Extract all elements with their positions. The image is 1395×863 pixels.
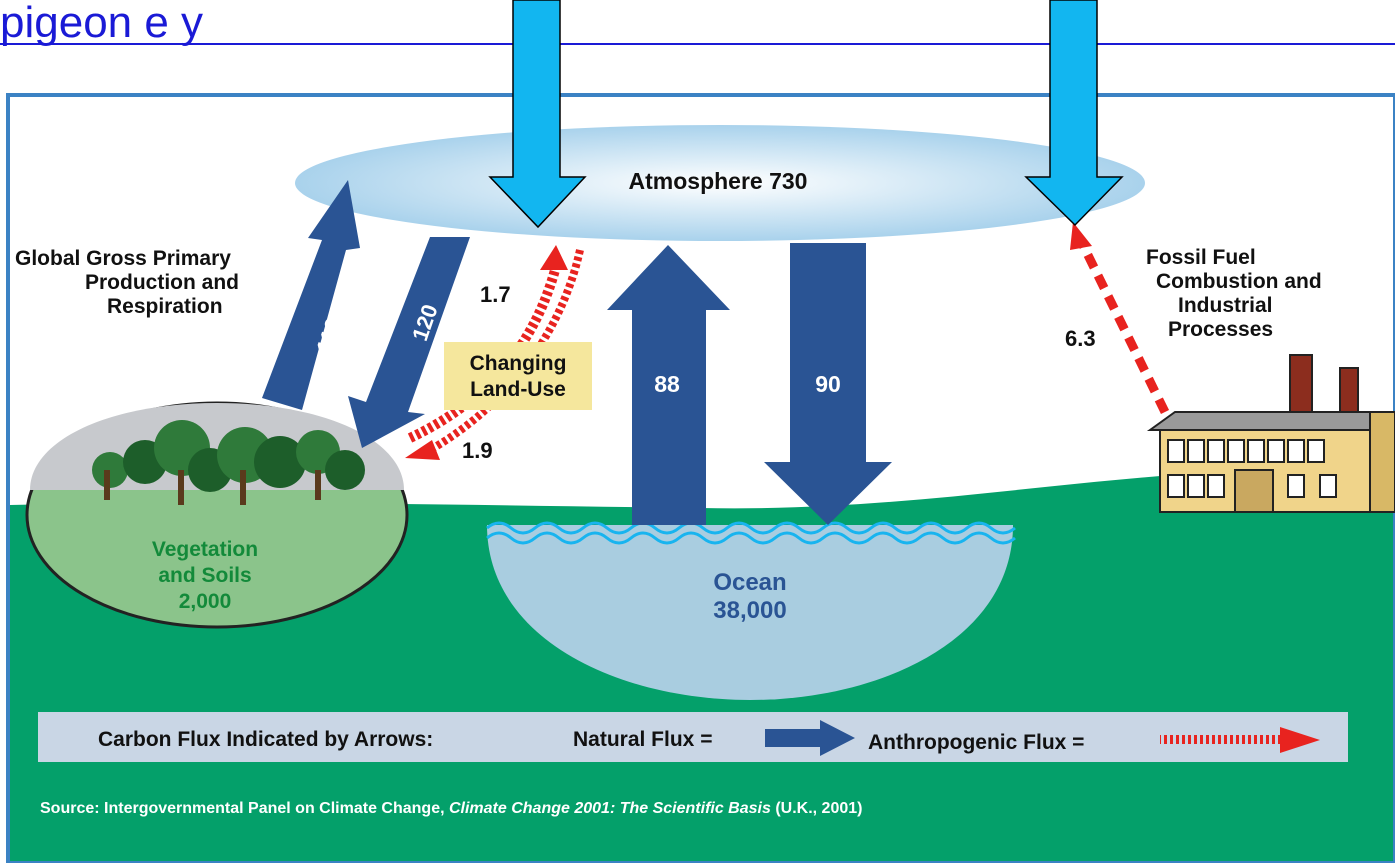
changing-landuse-label-2: Land-Use bbox=[470, 378, 566, 401]
landuse-down-arrow bbox=[428, 249, 584, 454]
changing-landuse-label-1: Changing bbox=[470, 352, 567, 375]
legend-natural-arrow bbox=[765, 720, 855, 756]
vegetation-label-2: and Soils bbox=[158, 564, 251, 587]
overlay-arrow-left bbox=[488, 0, 587, 229]
ocean-down-value: 90 bbox=[815, 371, 841, 397]
legend-anthro-arrowhead bbox=[1280, 727, 1320, 753]
legend-bar bbox=[38, 712, 1348, 762]
gpp-label-3: Respiration bbox=[107, 295, 223, 318]
flux-down-land-arrow bbox=[348, 237, 470, 448]
vegetation-label-1: Vegetation bbox=[152, 538, 258, 561]
fossil-label-3: Industrial bbox=[1178, 294, 1273, 317]
header-fragment: pigeon e y bbox=[0, 0, 1395, 46]
fossil-flux-arrowhead bbox=[1070, 222, 1092, 250]
ocean-basin bbox=[487, 525, 1013, 700]
ocean-wave-top bbox=[486, 521, 1016, 535]
ocean-wave-bottom bbox=[486, 531, 1016, 545]
landuse-down-arrowhead bbox=[405, 440, 440, 460]
legend-prefix: Carbon Flux Indicated by Arrows: bbox=[98, 728, 433, 751]
gpp-label-2: Production and bbox=[85, 271, 239, 294]
fossil-label-1: Fossil Fuel bbox=[1146, 246, 1256, 269]
fossil-flux-arrow bbox=[1078, 243, 1170, 414]
flux-up-land-arrow bbox=[262, 180, 360, 410]
vegetation-value: 2,000 bbox=[179, 590, 232, 613]
landuse-up-value: 1.7 bbox=[480, 282, 511, 307]
forest bbox=[92, 420, 365, 505]
gpp-label-1: Global Gross Primary bbox=[15, 247, 231, 270]
factory bbox=[1146, 354, 1395, 513]
landuse-down-value: 1.9 bbox=[462, 438, 493, 463]
header-left-text: pigeon e y bbox=[0, 0, 204, 46]
source-line: Source: Intergovernmental Panel on Clima… bbox=[40, 800, 862, 817]
ocean-label: Ocean bbox=[713, 569, 786, 596]
ocean-up-value: 88 bbox=[654, 371, 680, 397]
atmosphere-label: Atmosphere 730 bbox=[629, 168, 808, 194]
legend-natural-label: Natural Flux = bbox=[573, 728, 712, 751]
ocean-down-arrow bbox=[764, 243, 892, 525]
header-underline bbox=[0, 43, 1395, 45]
changing-landuse-box bbox=[444, 342, 592, 410]
ocean-up-arrow bbox=[607, 245, 730, 525]
legend-anthro-dash bbox=[1160, 735, 1285, 744]
fossil-flux-value: 6.3 bbox=[1065, 326, 1096, 351]
fossil-label-2: Combustion and bbox=[1156, 270, 1322, 293]
overlay-arrow-right bbox=[1024, 0, 1124, 227]
atmosphere-ellipse bbox=[295, 125, 1145, 241]
legend-anthro-label: Anthropogenic Flux = bbox=[868, 731, 1084, 754]
landuse-up-arrowhead bbox=[540, 245, 568, 270]
ocean-value: 38,000 bbox=[713, 597, 786, 624]
fossil-label-4: Processes bbox=[1168, 318, 1273, 341]
